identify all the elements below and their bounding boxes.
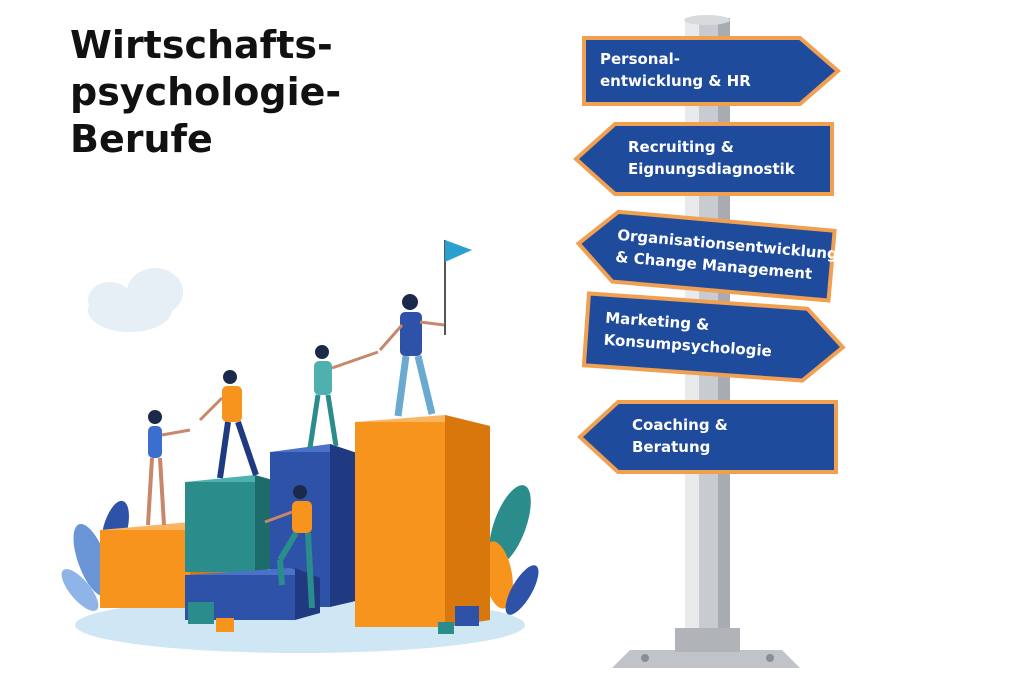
sign-5-line-1: Coaching & (632, 416, 728, 434)
sign-1-line-1: Personal- (600, 50, 680, 68)
signpost: Personal- entwicklung & HR Recruiting & … (573, 15, 846, 668)
person-man-top (378, 294, 445, 417)
sign-personalentwicklung: Personal- entwicklung & HR (582, 36, 842, 106)
small-cubes (188, 602, 479, 634)
sign-marketing: Marketing & Konsumpsychologie (581, 291, 846, 383)
block-orange-tall (355, 415, 490, 627)
sign-1-line-2: entwicklung & HR (600, 72, 751, 90)
sign-organisationsentwicklung: Organisationsentwicklung & Change Manage… (575, 209, 839, 303)
flag-icon (444, 240, 472, 335)
plant-right-icon (483, 485, 539, 615)
person-woman-teal (307, 345, 379, 449)
signpost-base (612, 628, 800, 668)
sign-2-line-2: Eignungsdiagnostik (628, 160, 796, 178)
sign-recruiting: Recruiting & Eignungsdiagnostik (573, 122, 834, 196)
sign-coaching: Coaching & Beratung (577, 400, 838, 474)
title-line-1: Wirtschafts- (70, 23, 333, 67)
sign-2-line-1: Recruiting & (628, 138, 734, 156)
teamwork-illustration (61, 240, 539, 653)
cloud-icon (88, 268, 183, 332)
person-man-orange-shirt (198, 370, 259, 479)
page-title: Wirtschafts- psychologie- Berufe (70, 22, 370, 163)
title-line-3: Berufe (70, 117, 213, 161)
title-line-2: psychologie- (70, 70, 342, 114)
sign-5-line-2: Beratung (632, 438, 710, 456)
person-man-climbing (264, 485, 315, 609)
person-woman-left (146, 410, 191, 526)
